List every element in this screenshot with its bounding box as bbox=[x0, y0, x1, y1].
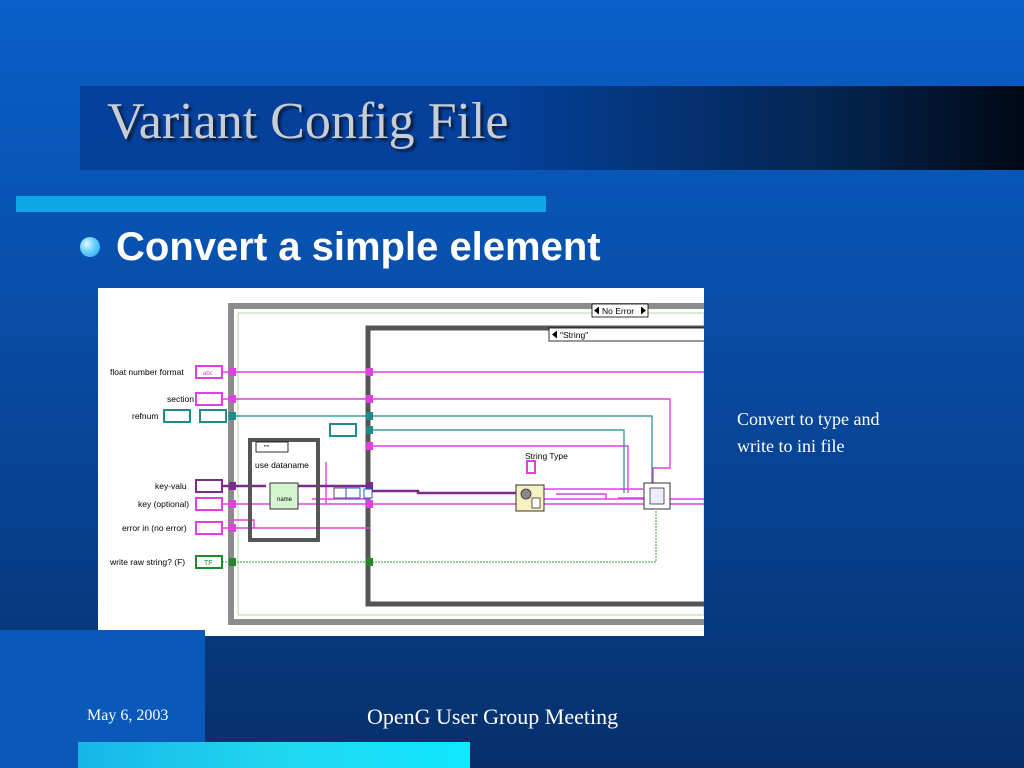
label-use-dataname: use dataname bbox=[255, 460, 309, 470]
terminal-tf-text: TF bbox=[204, 560, 213, 567]
footer-accent-bar bbox=[78, 742, 470, 768]
subvi-name-text: name bbox=[277, 497, 293, 503]
terminal-refnum[interactable] bbox=[199, 409, 227, 423]
terminal-section[interactable] bbox=[195, 392, 223, 406]
refnum-constant[interactable] bbox=[329, 423, 357, 437]
dataname-case-selector[interactable] bbox=[255, 441, 289, 453]
caption: Convert to type and write to ini file bbox=[737, 406, 977, 460]
terminal-abc-text: abc bbox=[203, 371, 213, 377]
inner-case-frame bbox=[365, 325, 704, 607]
case-next-arrow-icon[interactable] bbox=[641, 306, 646, 315]
terminal-key-valu[interactable] bbox=[195, 479, 223, 493]
dataname-case-frame bbox=[248, 438, 320, 542]
caption-line-2: write to ini file bbox=[737, 436, 845, 456]
refnum-wires bbox=[228, 415, 653, 493]
footer-title: OpenG User Group Meeting bbox=[367, 704, 619, 729]
terminal-refnum-control[interactable] bbox=[163, 409, 191, 423]
block-diagram-svg: No Error "String" bbox=[109, 303, 704, 625]
type-node-small[interactable] bbox=[363, 488, 373, 499]
label-key-optional: key (optional) bbox=[138, 499, 189, 509]
bullet-dot-icon bbox=[80, 237, 100, 257]
string-type-constant[interactable] bbox=[526, 460, 536, 474]
bullet-item: Convert a simple element bbox=[80, 224, 601, 270]
case-label-inner: "String" bbox=[560, 330, 588, 340]
inner-case-prev-icon[interactable] bbox=[552, 330, 557, 339]
label-string-type: String Type bbox=[525, 451, 568, 461]
outer-structure-frame bbox=[228, 303, 704, 625]
outer-tunnels bbox=[229, 368, 373, 566]
outer-structure-inner bbox=[237, 312, 704, 616]
bullet-text: Convert a simple element bbox=[116, 224, 601, 269]
file-icon bbox=[531, 497, 541, 509]
case-selector-outer[interactable] bbox=[591, 303, 649, 318]
label-error-in: error in (no error) bbox=[122, 523, 187, 533]
terminal-key-optional[interactable] bbox=[195, 497, 223, 511]
type-cast-node[interactable] bbox=[345, 487, 361, 499]
caption-line-1: Convert to type and bbox=[737, 409, 880, 429]
footer-date: May 6, 2003 bbox=[87, 707, 169, 724]
terminal-float-number-format[interactable] bbox=[195, 365, 223, 379]
accent-bar bbox=[16, 196, 546, 212]
case-selector-inner[interactable] bbox=[548, 327, 704, 342]
label-write-raw-string: write raw string? (F) bbox=[109, 557, 185, 567]
gear-icon bbox=[520, 488, 532, 500]
ini-file-icon bbox=[649, 487, 665, 505]
label-float-number-format: float number format bbox=[110, 367, 184, 377]
variant-to-data-node[interactable] bbox=[333, 487, 347, 499]
subvi-get-name[interactable] bbox=[269, 482, 299, 510]
label-refnum: refnum bbox=[132, 411, 158, 421]
case-label-outer: No Error bbox=[602, 306, 634, 316]
terminal-write-raw-string[interactable] bbox=[195, 555, 223, 569]
terminal-error-in[interactable] bbox=[195, 521, 223, 535]
empty-string-constant: "" bbox=[264, 445, 269, 452]
slide-title: Variant Config File bbox=[107, 93, 509, 150]
bool-wires bbox=[222, 510, 657, 563]
label-key-valu: key-valu bbox=[155, 481, 187, 491]
case-prev-arrow-icon[interactable] bbox=[594, 306, 599, 315]
title-band bbox=[80, 86, 1024, 170]
label-section: section bbox=[167, 394, 194, 404]
labview-diagram: No Error "String" bbox=[98, 288, 704, 636]
